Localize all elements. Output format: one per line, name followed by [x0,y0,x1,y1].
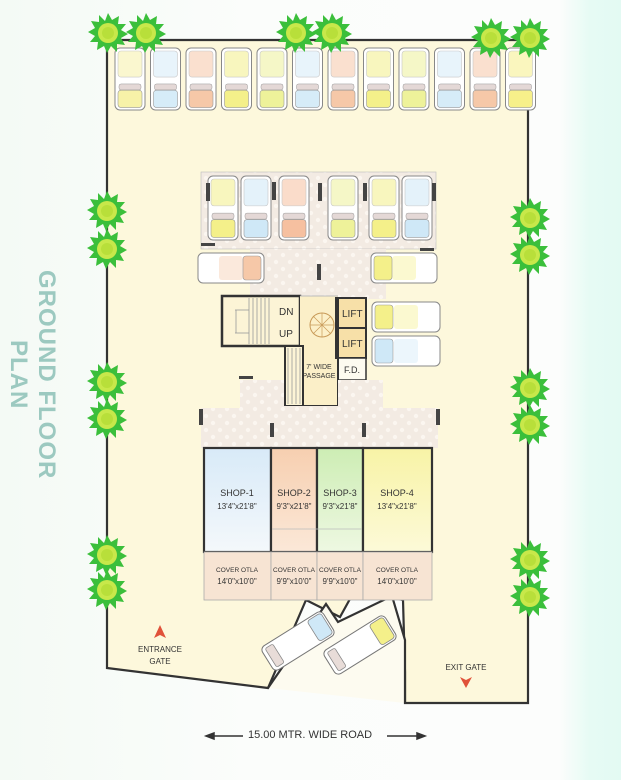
road-arrows [203,731,428,741]
top-parking-row [114,47,536,111]
fd-label: F.D. [344,365,360,375]
stair-dn-label: DN [279,307,293,318]
parked-car [114,47,146,111]
parked-car [256,47,288,111]
otla-3-size: 9'9"x10'0" [323,577,358,586]
exit-gate-label: EXIT GATE [445,663,486,672]
parked-car [150,47,181,111]
lift-1-label: LIFT [342,309,363,320]
parked-car [371,335,441,367]
shop-4-name: SHOP-4 [380,488,414,498]
exit-arrow-icon [460,677,472,688]
parked-car [505,47,536,111]
otla-1-name: COVER OTLA [216,567,259,574]
entrance-gate-label-2: GATE [149,657,170,666]
shops [202,446,434,601]
otla-3-name: COVER OTLA [319,567,362,574]
parked-car [207,175,239,241]
parked-car [401,175,433,241]
shop-4-size: 13'4"x21'8" [377,502,417,511]
side-parking [197,252,441,367]
otla-2-size: 9'9"x10'0" [277,577,312,586]
shop-2-size: 9'3"x21'8" [277,502,312,511]
inner-parking-row [207,175,433,241]
otla-1-size: 14'0"x10'0" [217,577,257,586]
parked-car [197,252,265,284]
parked-car [327,47,359,111]
stair-up-label: UP [279,329,293,340]
parked-car [469,47,501,111]
building-core [220,294,367,407]
parked-car [221,47,252,111]
parked-car [398,47,430,111]
shop-3-name: SHOP-3 [323,488,357,498]
lift-2-label: LIFT [342,339,363,350]
passage-label-2: PASSAGE [303,373,336,380]
parked-car [292,47,323,111]
shop-3-size: 9'3"x21'8" [323,502,358,511]
parked-car [363,47,394,111]
passage-label-1: 7' WIDE [306,364,332,371]
otla-2-name: COVER OTLA [273,567,316,574]
page-title: GROUND FLOOR PLAN [5,270,60,480]
shop-2-name: SHOP-2 [277,488,311,498]
shop-1-size: 13'4"x21'8" [217,502,257,511]
otla-4-name: COVER OTLA [376,567,419,574]
parked-car [371,301,441,333]
shop-1-name: SHOP-1 [220,488,254,498]
entrance-gate-label-1: ENTRANCE [138,645,182,654]
parked-car [327,175,359,241]
parked-car [278,175,310,241]
parked-car [185,47,217,111]
road-label: 15.00 MTR. WIDE ROAD [247,729,373,741]
parked-car [434,47,465,111]
entrance-arrow-icon [154,625,166,638]
parked-car [240,175,272,241]
parked-car [368,175,400,241]
parked-car [370,252,438,284]
otla-4-size: 14'0"x10'0" [377,577,417,586]
